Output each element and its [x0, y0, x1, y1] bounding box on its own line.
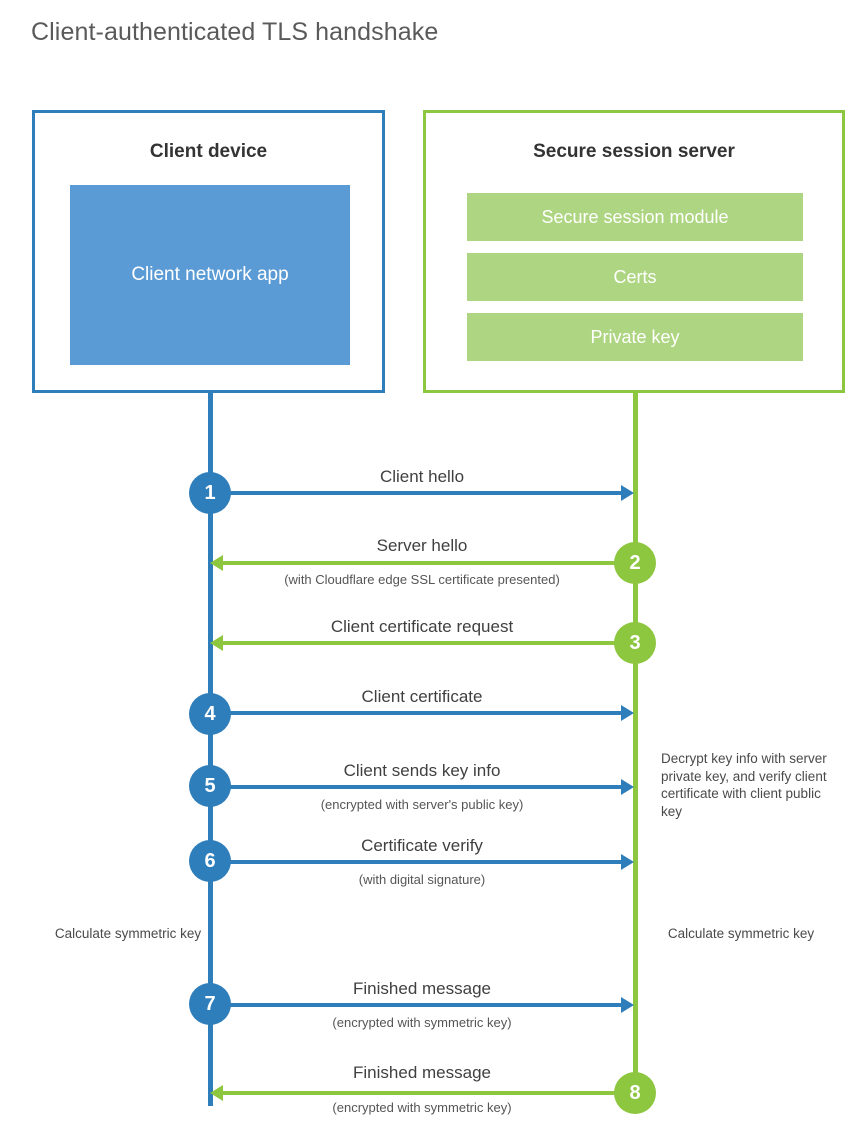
- step-4-arrow-line: [211, 711, 621, 715]
- step-7-sublabel: (encrypted with symmetric key): [332, 1015, 512, 1030]
- step-7-arrow-line: [211, 1003, 621, 1007]
- step-8-sublabel: (encrypted with symmetric key): [332, 1100, 512, 1115]
- secure-session-server-title: Secure session server: [533, 141, 735, 162]
- step-5-arrow-line: [211, 785, 621, 789]
- client-device-title: Client device: [149, 141, 268, 162]
- step-6-arrow-head: [621, 854, 634, 870]
- step-2-arrow-line: [223, 561, 635, 565]
- step-4-label: Client certificate: [361, 687, 483, 706]
- step-1-arrow-head: [621, 485, 634, 501]
- step-6-arrow-line: [211, 860, 621, 864]
- server-component-secure-session-module: Secure session module: [467, 193, 803, 241]
- step-7-label: Finished message: [353, 979, 491, 998]
- page-title: Client-authenticated TLS handshake: [31, 18, 439, 46]
- client-calculate-symmetric-key-note: Calculate symmetric key: [54, 926, 202, 941]
- step-4-marker[interactable]: 4: [189, 693, 231, 735]
- step-7-marker[interactable]: 7: [189, 983, 231, 1025]
- server-decrypt-note: Decrypt key info with server private key…: [661, 751, 827, 819]
- step-5-label: Client sends key info: [343, 761, 501, 780]
- step-2-sublabel: (with Cloudflare edge SSL certificate pr…: [284, 572, 560, 587]
- step-2-arrow-head: [210, 555, 223, 571]
- step-6-marker[interactable]: 6: [189, 840, 231, 882]
- step-5-arrow-head: [621, 779, 634, 795]
- step-1-label: Client hello: [379, 467, 465, 486]
- secure-session-server-box: Secure session server Secure session mod…: [423, 110, 845, 393]
- step-6-sublabel: (with digital signature): [358, 872, 486, 887]
- step-2-label: Server hello: [376, 536, 468, 555]
- step-5-marker[interactable]: 5: [189, 765, 231, 807]
- client-device-box: Client device Client network app: [32, 110, 385, 393]
- step-3-label: Client certificate request: [330, 617, 514, 636]
- step-8-arrow-head: [210, 1085, 223, 1101]
- step-2-marker[interactable]: 2: [614, 542, 656, 584]
- step-6-label: Certificate verify: [361, 836, 483, 855]
- step-8-label: Finished message: [353, 1063, 491, 1082]
- step-1-arrow-line: [211, 491, 621, 495]
- client-network-app-block: Client network app: [70, 185, 350, 365]
- step-1-marker[interactable]: 1: [189, 472, 231, 514]
- step-8-marker[interactable]: 8: [614, 1072, 656, 1114]
- server-component-certs: Certs: [467, 253, 803, 301]
- step-3-marker[interactable]: 3: [614, 622, 656, 664]
- step-4-arrow-head: [621, 705, 634, 721]
- step-3-arrow-line: [223, 641, 635, 645]
- server-component-private-key: Private key: [467, 313, 803, 361]
- step-7-arrow-head: [621, 997, 634, 1013]
- step-8-arrow-line: [223, 1091, 635, 1095]
- step-3-arrow-head: [210, 635, 223, 651]
- server-lifeline: [633, 393, 638, 1095]
- client-lifeline: [208, 393, 213, 1106]
- step-5-sublabel: (encrypted with server's public key): [320, 797, 524, 812]
- server-calculate-symmetric-key-note: Calculate symmetric key: [667, 926, 815, 941]
